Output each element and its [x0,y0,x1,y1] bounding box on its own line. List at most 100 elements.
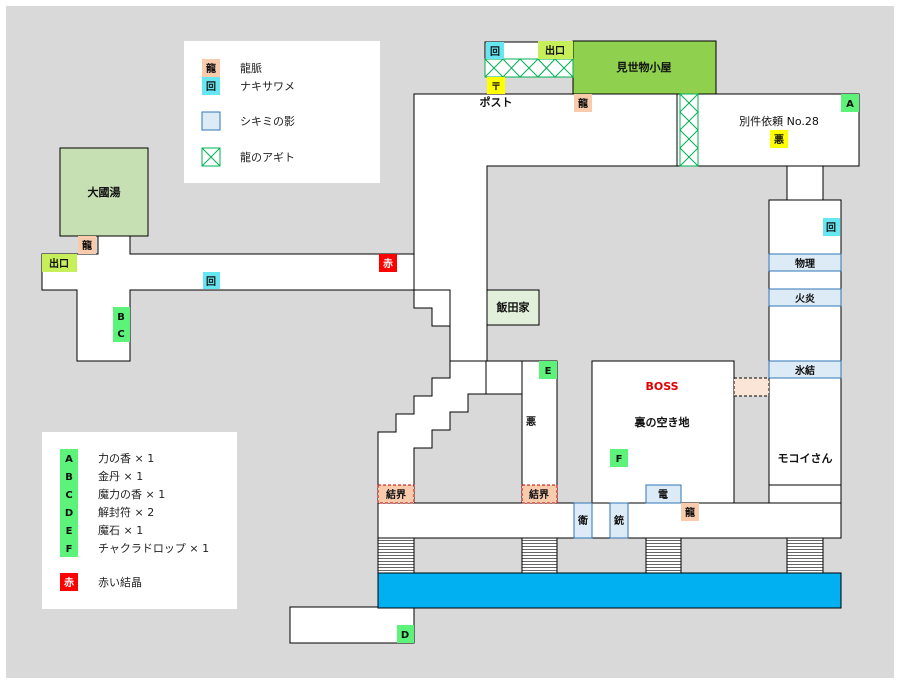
kekkai-barriers: 結界 結界 [377,377,770,504]
mokoi-label: モコイさん [778,452,833,465]
room-iida-label: 飯田家 [496,300,531,314]
legend-item-label: チャクラドロップ × 1 [98,542,209,555]
stairs-3 [645,537,682,574]
legend-item-symbol: C [65,490,72,501]
item-a-label: A [846,99,854,110]
shikimi-kaen [768,288,842,307]
room-misemono [572,40,717,95]
aku-marker-2-label: 悪 [526,416,536,428]
legend-ryu-symbol: 龍 [206,62,216,75]
room-ura [591,360,735,504]
legend-item-label: 金丹 × 1 [98,469,143,483]
item-c-label: C [117,329,124,340]
legend-shikimi-swatch [201,111,221,131]
ryu-marker-3 [681,503,699,521]
shikimi-ei [573,502,593,539]
legend-kai-swatch [202,77,220,95]
item-e-marker [539,361,557,379]
shikimi-tiles: 物理 火炎 氷結 電 衛 銃 [573,253,842,539]
legend-symbols: 龍 龍脈 回 ナキサワメ シキミの影 龍のアギト [184,41,380,183]
legend-ryu-label: 龍脈 [240,61,262,75]
exit-left-label: 出口 [49,257,69,270]
post-marker-label: 〒 [491,81,501,93]
room-ura-label: 裏の空き地 [634,415,690,429]
item-c-marker [113,324,130,342]
aka-marker-label: 赤 [383,257,393,270]
legend-item-label: 力の香 × 1 [98,452,154,465]
item-a-marker [841,94,859,112]
item-f-marker [610,449,628,467]
shikimi-den-label: 電 [658,489,668,501]
aku-marker-1 [770,130,788,148]
ryu-marker-3-label: 龍 [685,506,695,519]
kekkai-1-label: 結界 [386,488,406,501]
exit-top [538,41,573,59]
room-ookuni [59,147,149,237]
item-d-label: D [401,630,409,641]
item-b-label: B [117,312,125,323]
exit-top-label: 出口 [545,44,565,57]
legend-item-symbol: 赤 [64,576,74,589]
shikimi-hyouketsu-label: 氷結 [794,364,815,377]
legend-item-label: 赤い結晶 [98,575,142,589]
kai-marker-1-label: 回 [206,276,216,288]
shikimi-jyuu-label: 銃 [614,514,624,527]
legend-agito-swatch [201,147,221,167]
aka-marker [379,254,397,272]
room-misemono-label: 見世物小屋 [616,60,672,74]
ura-door [733,377,770,397]
legend-item-label: 魔力の香 × 1 [98,487,165,501]
shikimi-butsuri [768,253,842,272]
kai-marker-2 [486,42,504,59]
agito-vertical [679,93,699,167]
legend-item-symbol: F [66,544,73,555]
shikimi-ei-label: 衛 [577,514,588,527]
aku-marker-1-label: 悪 [774,134,784,146]
item-b-marker [113,307,130,324]
shikimi-hyouketsu [768,360,842,379]
request-label: 別件依頼 No.28 [739,115,819,128]
kai-marker-1 [203,272,220,289]
stairs-2 [521,537,558,574]
legend-ryu-swatch [202,59,220,77]
legend-item-swatch [60,449,78,467]
legend-item-swatch [60,485,78,503]
item-f-label: F [616,454,623,465]
map-markers: 龍 龍 龍 回 回 回 出口 出口 赤 〒 ポスト 悪 悪 別件依頼 No.28… [42,41,859,643]
legend-kai-symbol: 回 [206,81,216,93]
legend-item-swatch [60,467,78,485]
kekkai-2 [521,484,558,504]
kai-marker-2-label: 回 [490,46,500,58]
room-ookuni-label: 大國湯 [88,185,121,199]
legend-item-symbol: D [65,508,73,519]
stairs-4 [786,537,824,574]
kai-marker-3 [823,218,840,236]
legend-item-label: 魔石 × 1 [98,523,143,537]
legend-agito-label: 龍のアギト [240,150,295,164]
item-e-label: E [545,366,552,377]
ryu-marker-1-label: 龍 [82,239,92,252]
legend-item-swatch [60,539,78,557]
boss-label: BOSS [645,380,678,393]
stairs-1 [377,537,415,574]
legend-item-symbol: B [65,472,73,483]
shikimi-butsuri-label: 物理 [795,257,815,270]
water-channel [377,572,842,609]
ryu-marker-2 [574,94,592,112]
legend-item-symbol: A [65,454,73,465]
kai-marker-3-label: 回 [826,222,836,234]
legend-item-swatch [60,503,78,521]
legend-item-swatch [60,521,78,539]
stairs [377,537,824,574]
shikimi-den [645,484,682,504]
kekkai-2-label: 結界 [529,488,549,501]
kekkai-1 [377,484,415,504]
agito-tiles [484,58,699,167]
exit-left [42,254,77,272]
legend-item-swatch [60,573,78,591]
legend-item-symbol: E [66,526,73,537]
post-label: ポスト [480,95,513,109]
ryu-marker-1 [78,236,96,254]
